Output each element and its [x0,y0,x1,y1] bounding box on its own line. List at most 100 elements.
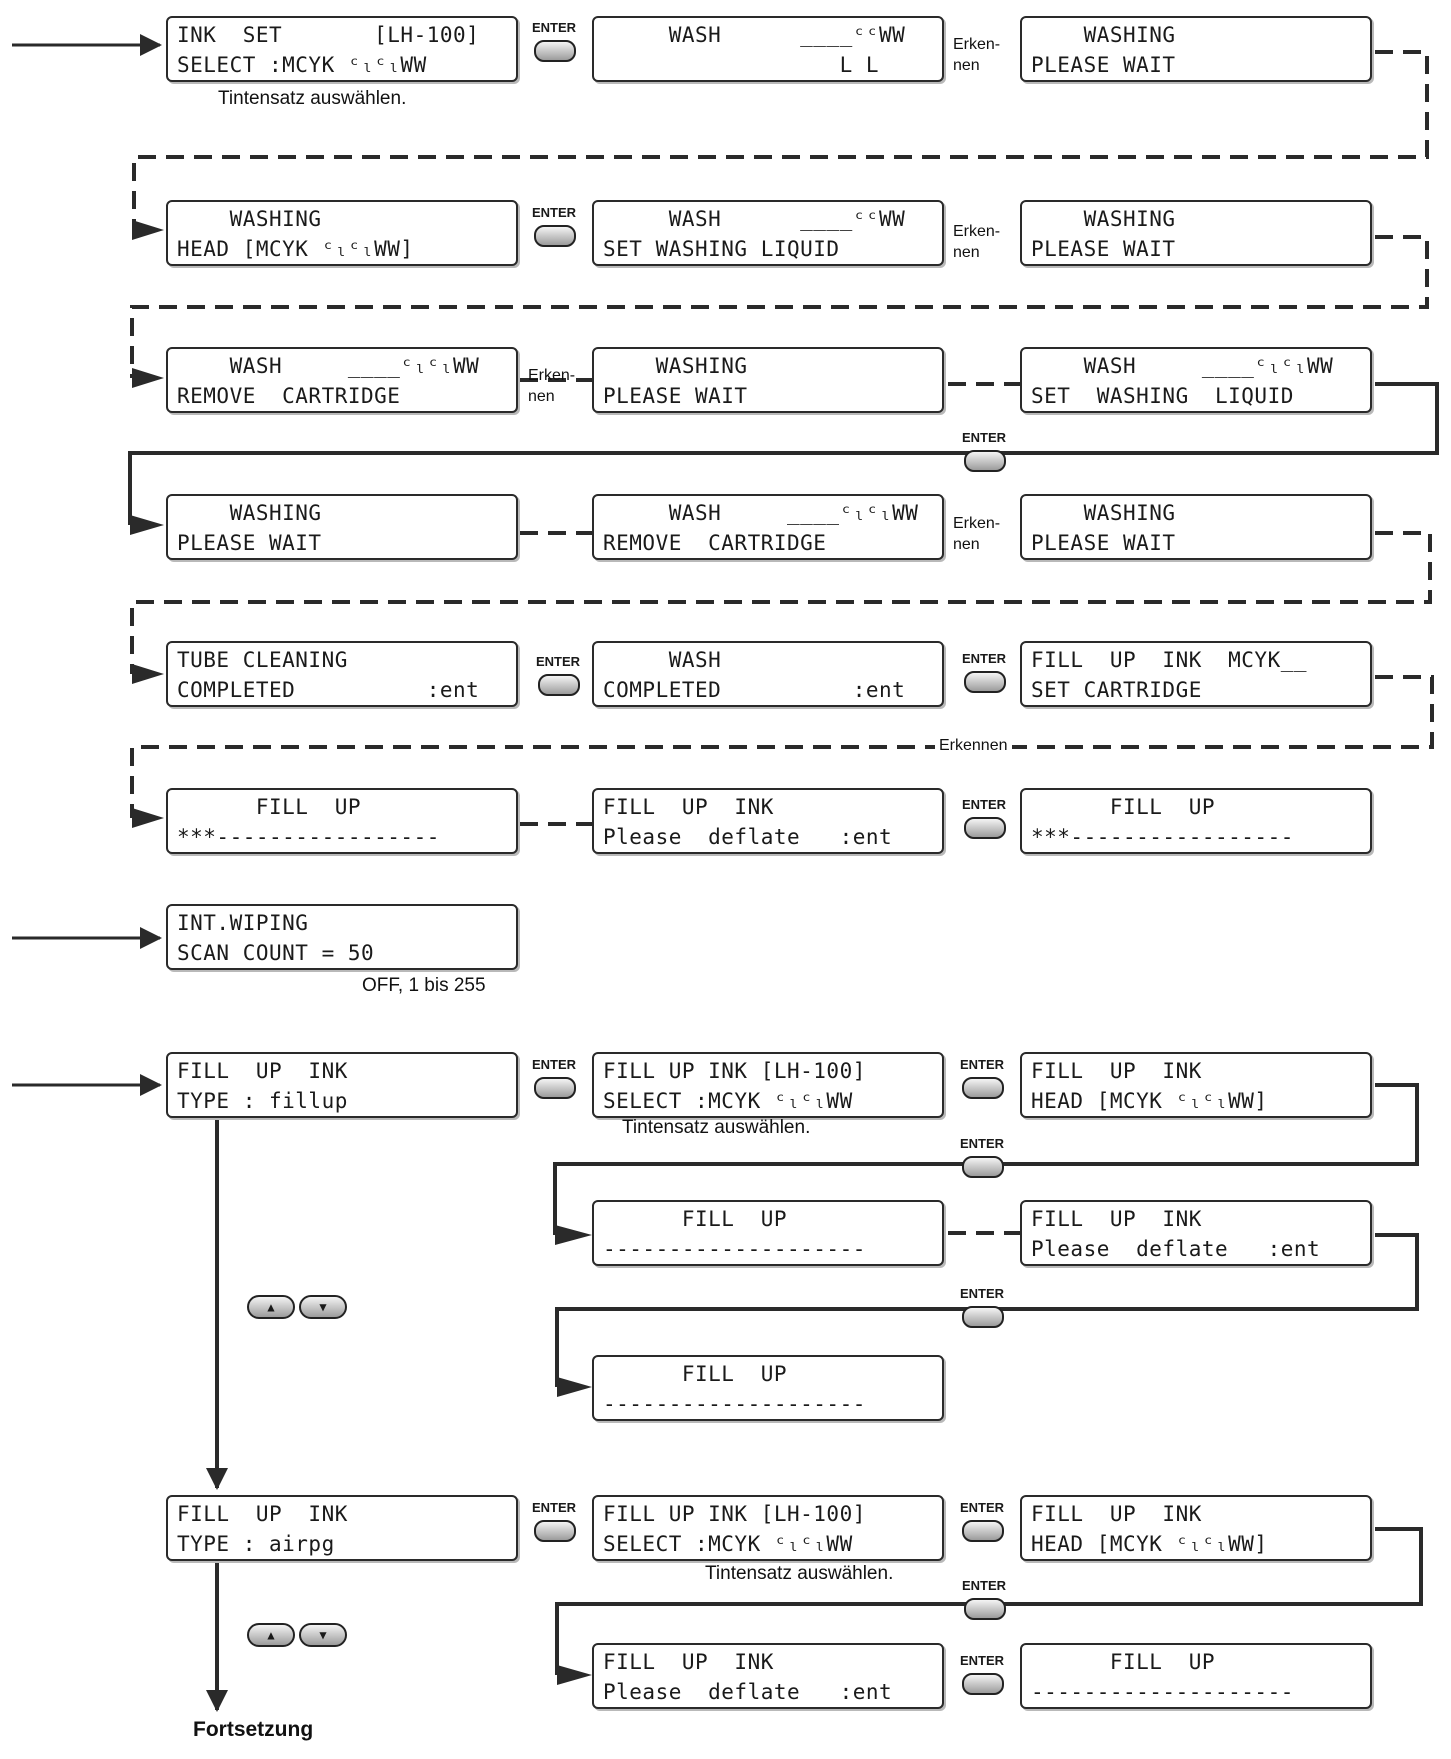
enter-key[interactable]: ENTER [958,797,1010,843]
triangle-down-icon[interactable]: ▼ [299,1295,347,1319]
lcd-line-1: INK SET [LH-100] [177,23,480,47]
enter-key[interactable]: ENTER [532,654,584,700]
lcd-line-2: L L [603,53,880,77]
triangle-down-icon[interactable]: ▼ [299,1623,347,1647]
enter-key[interactable]: ENTER [956,1653,1008,1699]
enter-key-cap[interactable] [962,1520,1004,1542]
enter-key[interactable]: ENTER [958,651,1010,697]
enter-key[interactable]: ENTER [958,430,1010,476]
enter-label: ENTER [961,651,1007,666]
enter-key-cap[interactable] [534,40,576,62]
enter-key[interactable]: ENTER [528,1057,580,1103]
lcd-line-1: FILL UP INK MCYK__ [1031,648,1308,672]
enter-key[interactable]: ENTER [528,20,580,66]
recognize-line-1: Erken- [953,223,1001,240]
enter-key-cap[interactable] [962,1156,1004,1178]
lcd-line-2: Please deflate :ent [603,1680,893,1704]
enter-key-cap[interactable] [534,1077,576,1099]
enter-key-cap[interactable] [964,817,1006,839]
enter-label: ENTER [531,1500,577,1515]
enter-key[interactable]: ENTER [528,205,580,251]
lcd-fill-up-bar: FILL UP -------------------- [1020,1643,1372,1709]
lcd-fill-up-type-fillup: FILL UP INK TYPE : fillup [166,1052,518,1118]
lcd-line-1: WASH ____ᶜᶜWW [603,23,906,47]
enter-key-cap[interactable] [534,1520,576,1542]
lcd-washing-wait: WASHING PLEASE WAIT [592,347,944,413]
lcd-line-2: SCAN COUNT = 50 [177,941,375,965]
enter-label: ENTER [961,430,1007,445]
up-down-keys[interactable]: ▲ ▼ [247,1293,351,1321]
lcd-line-1: WASHING [603,354,748,378]
recognize-line-1: Erken- [953,36,1001,53]
lcd-line-1: WASH [603,648,722,672]
enter-key-cap[interactable] [962,1673,1004,1695]
lcd-fill-up-deflate: FILL UP INK Please deflate :ent [1020,1200,1372,1266]
lcd-washing-wait: WASHING PLEASE WAIT [1020,16,1372,82]
lcd-line-2: -------------------- [1031,1680,1294,1704]
enter-label: ENTER [959,1057,1005,1072]
enter-label: ENTER [959,1286,1005,1301]
enter-key-cap[interactable] [534,225,576,247]
lcd-wash: WASH ____ᶜᶜWW L L [592,16,944,82]
enter-key[interactable]: ENTER [956,1286,1008,1332]
lcd-line-2: ***----------------- [177,825,440,849]
enter-key[interactable]: ENTER [956,1136,1008,1182]
lcd-line-1: FILL UP INK [1031,1059,1202,1083]
lcd-line-2: PLEASE WAIT [1031,237,1176,261]
lcd-wash-set-liquid: WASH ____ᶜₗᶜₗWW SET WASHING LIQUID [1020,347,1372,413]
enter-key[interactable]: ENTER [958,1578,1010,1624]
lcd-wash-completed: WASH COMPLETED :ent [592,641,944,707]
enter-key-cap[interactable] [964,671,1006,693]
enter-key[interactable]: ENTER [956,1500,1008,1546]
lcd-int-wiping: INT.WIPING SCAN COUNT = 50 [166,904,518,970]
lcd-line-1: FILL UP INK [1031,1207,1202,1231]
recognize-label: Erken- nen [953,513,1000,555]
lcd-washing-wait: WASHING PLEASE WAIT [166,494,518,560]
lcd-line-1: FILL UP INK [177,1502,348,1526]
up-down-keys[interactable]: ▲ ▼ [247,1621,351,1649]
enter-label: ENTER [959,1653,1005,1668]
recognize-line-2: nen [528,388,555,405]
lcd-line-2: SET WASHING LIQUID [603,237,840,261]
enter-key-cap[interactable] [962,1077,1004,1099]
lcd-line-2: COMPLETED :ent [603,678,906,702]
lcd-line-1: WASHING [1031,501,1176,525]
lcd-line-2: HEAD [MCYK ᶜₗᶜₗWW] [1031,1532,1268,1556]
enter-label: ENTER [531,1057,577,1072]
triangle-up-icon[interactable]: ▲ [247,1623,295,1647]
enter-label: ENTER [959,1136,1005,1151]
triangle-up-icon[interactable]: ▲ [247,1295,295,1319]
lcd-line-2: Please deflate :ent [1031,1237,1321,1261]
enter-key-cap[interactable] [538,674,580,696]
lcd-fill-up-progress: FILL UP ***----------------- [166,788,518,854]
lcd-line-2: SELECT :MCYK ᶜₗᶜₗWW [603,1532,853,1556]
lcd-line-1: FILL UP INK [603,1650,774,1674]
enter-label: ENTER [961,1578,1007,1593]
lcd-line-2: SET CARTRIDGE [1031,678,1202,702]
lcd-fill-up-progress: FILL UP ***----------------- [1020,788,1372,854]
recognize-label: Erken- nen [953,221,1000,263]
lcd-line-2: ***----------------- [1031,825,1294,849]
lcd-line-2: -------------------- [603,1237,866,1261]
enter-label: ENTER [961,797,1007,812]
lcd-wash-remove-cartridge: WASH ____ᶜₗᶜₗWW REMOVE CARTRIDGE [592,494,944,560]
enter-key[interactable]: ENTER [956,1057,1008,1103]
enter-key-cap[interactable] [964,1598,1006,1620]
enter-key-cap[interactable] [964,450,1006,472]
lcd-tube-cleaning-completed: TUBE CLEANING COMPLETED :ent [166,641,518,707]
lcd-fill-up-head: FILL UP INK HEAD [MCYK ᶜₗᶜₗWW] [1020,1495,1372,1561]
lcd-line-2: REMOVE CARTRIDGE [177,384,401,408]
lcd-line-1: FILL UP [603,1362,788,1386]
lcd-washing-wait: WASHING PLEASE WAIT [1020,494,1372,560]
lcd-wash-remove-cartridge: WASH ____ᶜₗᶜₗWW REMOVE CARTRIDGE [166,347,518,413]
lcd-line-2: TYPE : airpg [177,1532,335,1556]
enter-key-cap[interactable] [962,1306,1004,1328]
lcd-line-1: FILL UP INK [LH-100] [603,1059,866,1083]
lcd-line-2: HEAD [MCYK ᶜₗᶜₗWW] [1031,1089,1268,1113]
lcd-line-2: REMOVE CARTRIDGE [603,531,827,555]
enter-key[interactable]: ENTER [528,1500,580,1546]
lcd-line-1: FILL UP INK [1031,1502,1202,1526]
lcd-line-1: TUBE CLEANING [177,648,348,672]
lcd-line-1: FILL UP [177,795,362,819]
lcd-line-1: WASHING [177,501,322,525]
